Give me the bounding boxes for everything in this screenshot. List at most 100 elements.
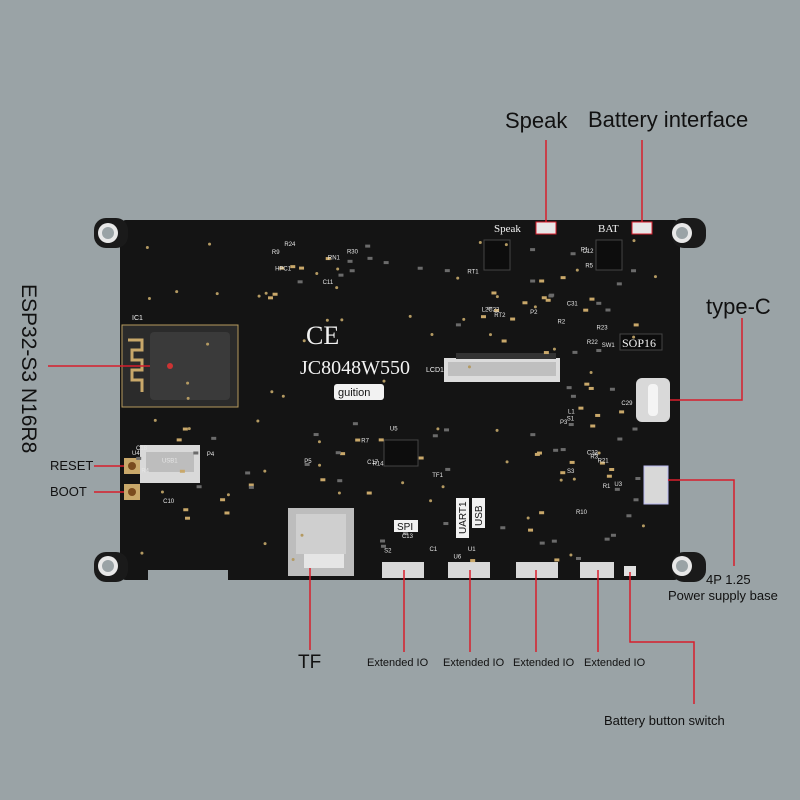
- via: [226, 493, 230, 497]
- via: [160, 490, 164, 494]
- smd-pad: [593, 452, 599, 456]
- smd-pad: [530, 279, 536, 283]
- smd-pad: [609, 468, 615, 472]
- via: [653, 275, 657, 279]
- callout-line-typec: [670, 318, 743, 401]
- battery-switch: [624, 566, 636, 576]
- smd-pad: [522, 301, 528, 305]
- smd-pad: [248, 485, 254, 489]
- ce-mark: CE: [306, 321, 339, 350]
- smd-pad: [583, 308, 589, 312]
- antenna-trace: [128, 338, 144, 392]
- callout-line-switch: [629, 572, 695, 704]
- smd-pad: [380, 539, 386, 543]
- smd-pad: [337, 479, 343, 483]
- ref-designator: U4: [132, 451, 140, 457]
- smd-pad: [297, 280, 303, 284]
- smd-pad: [272, 292, 278, 296]
- usb-c-port: [636, 378, 670, 422]
- smd-pad: [633, 323, 639, 327]
- smd-pad: [290, 265, 296, 269]
- smd-pad: [614, 487, 620, 491]
- smd-pad: [480, 315, 486, 319]
- via: [215, 292, 219, 296]
- ref-designator: S2: [384, 549, 392, 555]
- via: [430, 333, 434, 337]
- smd-pad: [599, 461, 605, 465]
- via: [300, 533, 304, 537]
- smd-pad: [248, 483, 254, 487]
- smd-pad: [487, 306, 493, 310]
- smd-pad: [455, 323, 461, 327]
- u1-chip: [383, 439, 419, 467]
- via: [206, 342, 210, 346]
- via: [186, 396, 190, 400]
- smd-pad: [347, 259, 353, 263]
- via: [140, 551, 144, 555]
- smd-pad: [432, 434, 438, 438]
- via: [552, 347, 556, 351]
- ref-designator: R30: [347, 250, 359, 256]
- via: [382, 379, 386, 383]
- label-speak: Speak: [505, 108, 568, 133]
- via: [153, 418, 157, 422]
- via: [291, 558, 295, 562]
- smd-pad: [626, 514, 632, 518]
- hpc-connector: [140, 445, 200, 483]
- label-tf: TF: [298, 652, 322, 673]
- smd-components: R24R23R22R21U4U5C22U6R30C31L2C22L1C18R14…: [132, 239, 657, 563]
- smd-pad: [528, 528, 534, 532]
- smd-pad: [635, 477, 641, 481]
- smd-pad: [596, 349, 602, 353]
- label-power-base-1: 4P 1.25: [706, 572, 751, 587]
- via: [264, 291, 268, 295]
- smd-pad: [366, 491, 372, 495]
- via: [263, 469, 267, 473]
- bat-silk: BAT: [598, 223, 619, 235]
- bus-labels: SPI UART1 USB: [394, 498, 485, 538]
- smd-pad: [245, 471, 251, 475]
- smd-pad: [470, 559, 476, 563]
- via: [467, 365, 471, 369]
- smd-pad: [609, 387, 615, 391]
- smd-pad: [604, 537, 610, 541]
- smd-pad: [268, 296, 274, 300]
- smd-pad: [590, 424, 596, 428]
- smd-pad: [539, 541, 545, 545]
- smd-pad: [566, 386, 572, 390]
- spi-label: SPI: [397, 522, 413, 533]
- smd-pad: [569, 460, 575, 464]
- via: [495, 295, 499, 299]
- model-text: JC8048W550: [300, 357, 410, 379]
- smd-pad: [365, 244, 371, 248]
- via: [504, 243, 508, 247]
- battery-connector: [631, 221, 653, 235]
- smd-pad: [418, 456, 424, 460]
- label-reset: RESET: [50, 458, 94, 473]
- ref-designator: R2: [558, 320, 566, 326]
- smd-pad: [619, 410, 625, 414]
- via: [281, 394, 285, 398]
- smd-pad: [560, 276, 566, 280]
- label-extended-io-1: Extended IO: [367, 657, 429, 669]
- smd-pad: [616, 282, 622, 286]
- ref-designator: P3: [560, 420, 568, 426]
- via: [175, 290, 179, 294]
- via: [533, 305, 537, 309]
- smd-pad: [572, 350, 578, 354]
- smd-pad: [501, 339, 507, 343]
- ref-designator: TF1: [432, 473, 443, 479]
- callout-line-power: [668, 479, 735, 566]
- ref-designator: L2C22: [482, 308, 500, 314]
- ref-designator: C18: [136, 446, 148, 452]
- callout-lines: [48, 140, 743, 704]
- via: [559, 478, 563, 482]
- boot-button: [124, 484, 140, 500]
- via: [526, 516, 530, 520]
- via: [408, 314, 412, 318]
- smd-pad: [185, 516, 191, 520]
- smd-pad: [182, 427, 188, 431]
- ref-designator: R9: [272, 250, 280, 256]
- smd-pad: [536, 451, 542, 455]
